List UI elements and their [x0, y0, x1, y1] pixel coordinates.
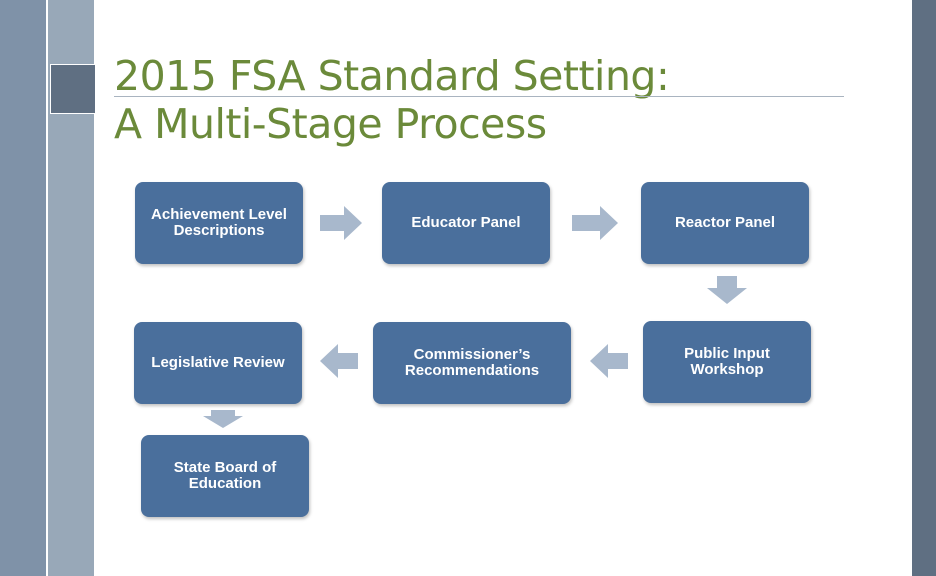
right-sidebar-strip: [912, 0, 936, 576]
step-label: Public Input Workshop: [684, 345, 770, 378]
step-legislative-review: Legislative Review: [134, 322, 302, 404]
title-underline: [114, 96, 844, 97]
right-divider: [908, 0, 912, 576]
left-sidebar-divider: [46, 0, 48, 576]
arrow-down-icon: [203, 410, 243, 428]
step-label: State Board of Education: [173, 459, 277, 492]
step-public-input-workshop: Public Input Workshop: [643, 321, 811, 403]
arrow-left-icon: [590, 344, 628, 378]
slide-title-line-1: 2015 FSA Standard Setting:: [114, 52, 670, 100]
accent-square: [50, 64, 96, 114]
arrow-right-icon: [320, 206, 362, 240]
step-educator-panel: Educator Panel: [382, 182, 550, 264]
arrow-down-icon: [707, 276, 747, 304]
step-state-board-of-education: State Board of Education: [141, 435, 309, 517]
step-label: Commissioner’s Recommendations: [404, 346, 540, 379]
step-reactor-panel: Reactor Panel: [641, 182, 809, 264]
arrow-left-icon: [320, 344, 358, 378]
step-achievement-level-descriptions: Achievement Level Descriptions: [135, 182, 303, 264]
arrow-right-icon: [572, 206, 618, 240]
step-label: Reactor Panel: [674, 214, 776, 231]
left-sidebar-strip: [0, 0, 46, 576]
step-label: Achievement Level Descriptions: [151, 206, 287, 239]
step-label: Legislative Review: [151, 354, 285, 371]
step-label: Educator Panel: [411, 214, 521, 231]
step-commissioners-recommendations: Commissioner’s Recommendations: [373, 322, 571, 404]
slide-title-line-2: A Multi-Stage Process: [114, 100, 547, 148]
slide-title: 2015 FSA Standard Setting: A Multi-Stage…: [114, 52, 670, 148]
